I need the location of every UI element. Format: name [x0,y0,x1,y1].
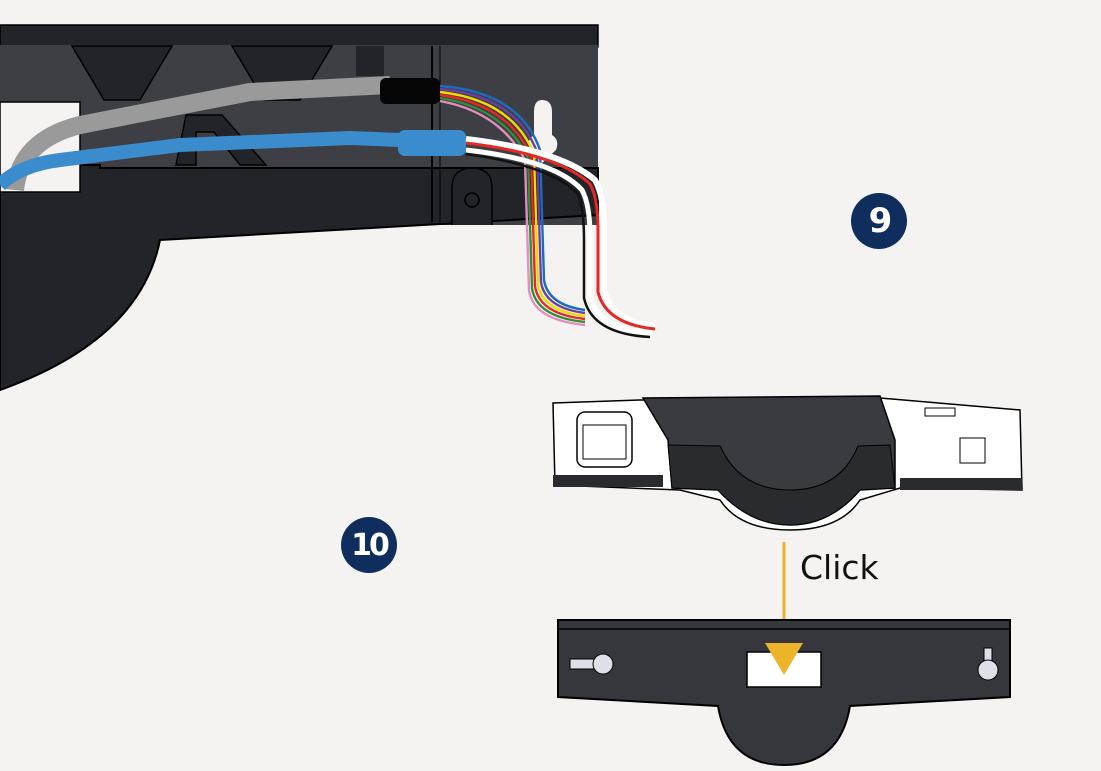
mounting-bracket-top [0,24,599,392]
keyhole-slot-right [977,647,999,681]
step-badge-9: 9 [851,193,907,249]
device-module [552,395,1023,531]
wire-bundle-power [465,136,656,339]
mounting-plate [557,619,1011,767]
blue-cable [0,130,466,191]
keyhole-slot-left [569,653,614,675]
step-badge-10: 10 [341,517,397,573]
click-label: Click [800,548,879,587]
